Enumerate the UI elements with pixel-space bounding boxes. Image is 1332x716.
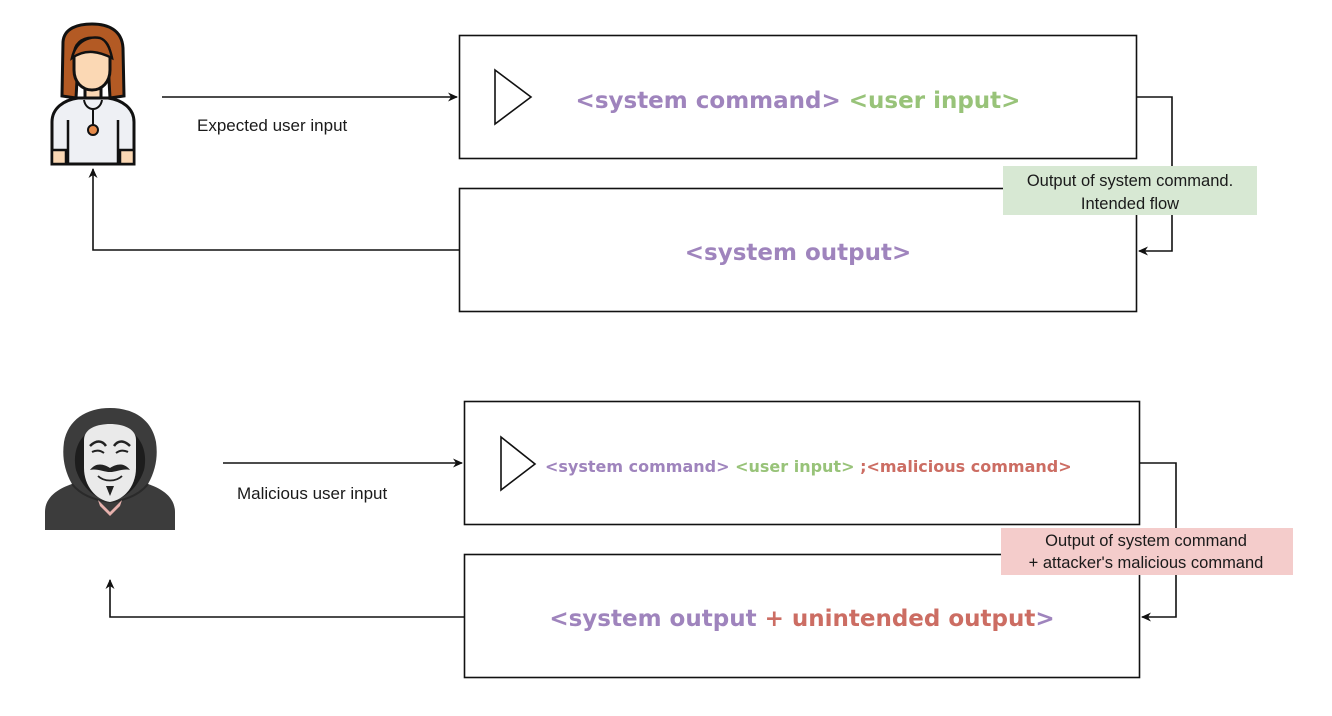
malicious-input-label: Malicious user input <box>237 484 388 503</box>
expected-return-arrow <box>88 168 459 251</box>
expected-input-label: Expected user input <box>197 116 348 135</box>
malicious-flow-note <box>1001 528 1293 575</box>
output-text: <system output> <box>685 240 912 266</box>
command-box <box>458 34 1138 160</box>
intended-note-line2: Intended flow <box>1081 195 1179 213</box>
hooded-hacker-mask-icon <box>45 408 175 530</box>
malicious-note-line2: + attacker's malicious command <box>1029 554 1264 572</box>
malicious-command-text: <system command> <user input> ;<maliciou… <box>545 457 1072 476</box>
malicious-note-line1: Output of system command <box>1045 532 1247 550</box>
malicious-return-arrow <box>105 579 464 618</box>
play-triangle-icon <box>500 435 537 492</box>
intended-note-line1: Output of system command. <box>1027 172 1233 190</box>
malicious-output-text: <system output + unintended output> <box>549 606 1054 632</box>
play-triangle-icon <box>494 68 533 126</box>
intended-flow-note <box>1003 166 1257 215</box>
command-text: <system command> <user input> <box>576 88 1021 114</box>
malicious-command-box <box>463 400 1141 526</box>
user-avatar-icon <box>50 22 136 166</box>
